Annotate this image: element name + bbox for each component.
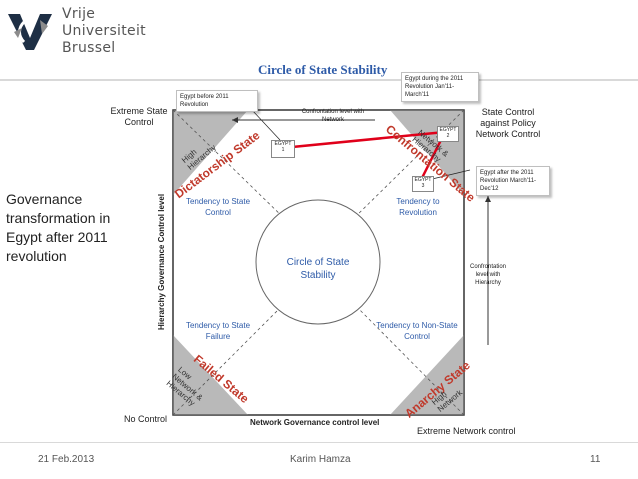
slide-title: Circle of State Stability <box>258 62 388 77</box>
egypt-marker-2-label: EGYPT <box>439 127 457 133</box>
logo-line-3: Brussel <box>62 40 116 56</box>
tendency-non-state-control: Tendency to Non-State Control <box>376 321 458 341</box>
logo-line-2: Universiteit <box>62 23 146 39</box>
confrontation-network-label: Confrontation level with Network <box>301 109 365 123</box>
footer-author: Karim Hamza <box>290 454 351 465</box>
no-control-label: No Control <box>124 414 168 424</box>
extreme-network-control-label: Extreme Network control <box>417 426 516 436</box>
callout-during: Egypt during the 2011 Revolution Jan'11-… <box>401 72 479 102</box>
logo-text: Vrije Universiteit Brussel <box>62 6 146 57</box>
footer-date: 21 Feb.2013 <box>38 454 95 465</box>
corner-bottom-right <box>390 335 464 415</box>
extreme-state-control-label: Extreme State Control <box>110 106 168 127</box>
state-control-against-label: State Control against Policy Network Con… <box>475 107 541 139</box>
tendency-state-failure: Tendency to State Failure <box>185 321 251 341</box>
circle-label: Circle of State Stability <box>286 257 350 281</box>
confrontation-hierarchy-label: Confrontation level with Hierarchy <box>469 264 507 286</box>
university-logo-icon <box>8 14 52 50</box>
corner-bottom-left <box>173 335 248 415</box>
egypt-marker-2: EGYPT 2 <box>437 126 459 142</box>
egypt-marker-1: EGYPT 1 <box>271 140 295 158</box>
stability-circle <box>255 199 381 325</box>
callout-pointer-after <box>427 169 471 181</box>
tendency-state-control: Tendency to State Control <box>185 197 251 217</box>
egypt-marker-2-number: 2 <box>446 133 450 139</box>
egypt-marker-1-number: 1 <box>281 147 285 153</box>
corner-top-left <box>173 110 248 195</box>
y-axis-label: Hierarchy Governance Control level <box>157 193 166 330</box>
tendency-revolution: Tendency to Revolution <box>396 197 440 217</box>
callout-pointer-before <box>251 109 281 141</box>
egypt-marker-1-label: EGYPT <box>274 141 292 147</box>
callout-before: Egypt before 2011 Revolution <box>176 90 258 112</box>
outer-box <box>172 109 465 416</box>
egypt-marker-3-number: 3 <box>421 183 425 189</box>
side-text: Governance transformation in Egypt after… <box>6 191 111 264</box>
diagonal-bottom-right <box>349 299 465 416</box>
footer-page-number: 11 <box>590 454 601 465</box>
footer-divider <box>0 442 638 443</box>
header-divider <box>0 79 638 81</box>
egypt-marker-3-label: EGYPT <box>414 177 432 183</box>
egypt-marker-3: EGYPT 3 <box>412 176 434 192</box>
diagonal-top-left <box>172 109 289 223</box>
x-axis-label: Network Governance control level <box>250 418 380 427</box>
logo-line-1: Vrije <box>62 6 96 22</box>
egypt-path-segment-1 <box>281 130 446 150</box>
callout-after: Egypt after the 2011 Revolution March'11… <box>476 166 550 196</box>
